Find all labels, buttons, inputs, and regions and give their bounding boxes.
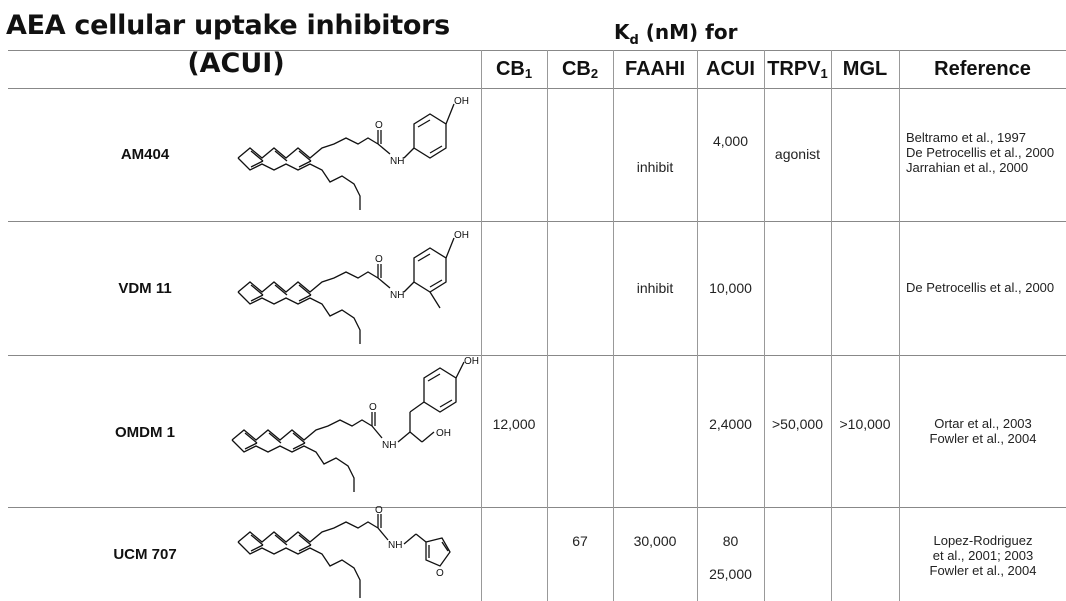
cell-vdm11-reference: De Petrocellis et al., 2000 (906, 280, 1055, 295)
cell-am404-reference: Beltramo et al., 1997 De Petrocellis et … (906, 130, 1055, 175)
cell-vdm11-faahi: inhibit (636, 280, 674, 296)
col-divider-7 (899, 50, 900, 601)
cell-am404-faahi: inhibit (636, 159, 674, 175)
kd-header: Kd (nM) for (614, 20, 738, 48)
svg-text:OH: OH (464, 356, 479, 367)
cell-ucm707-reference: Lopez-Rodriguez et al., 2001; 2003 Fowle… (929, 533, 1037, 578)
column-header-faahi: FAAHI (625, 57, 685, 80)
header-bottom-line (8, 88, 1066, 89)
row-divider-3 (8, 507, 1066, 508)
cell-omdm1-mgl: >10,000 (839, 416, 891, 432)
structure-am404: O NH OH (237, 96, 469, 210)
column-header-mgl: MGL (842, 57, 888, 80)
structure-vdm11: O NH OH (237, 230, 469, 344)
col-divider-3 (613, 50, 614, 601)
compound-name-vdm11: VDM 11 (118, 280, 172, 297)
cell-ucm707-cb2: 67 (572, 533, 588, 549)
svg-text:OH: OH (436, 428, 451, 439)
row-divider-1 (8, 221, 1066, 222)
col-divider-6 (831, 50, 832, 601)
row-divider-2 (8, 355, 1066, 356)
cell-am404-acui: 4,000 (712, 133, 749, 149)
col-divider-5 (764, 50, 765, 601)
svg-text:O: O (369, 402, 377, 413)
col-divider-2 (547, 50, 548, 601)
svg-text:OH: OH (454, 96, 469, 107)
svg-text:O: O (436, 568, 444, 579)
cell-omdm1-trpv1: >50,000 (772, 416, 823, 432)
svg-text:NH: NH (382, 440, 396, 451)
structure-ucm707: O NH O (237, 505, 451, 598)
cell-ucm707-acui-second: 25,000 (709, 566, 752, 582)
compound-name-am404: AM404 (120, 146, 170, 163)
column-header-reference: Reference (934, 57, 1031, 80)
svg-text:NH: NH (390, 290, 404, 301)
cell-vdm11-acui: 10,000 (709, 280, 752, 296)
cell-omdm1-reference: Ortar et al., 2003 Fowler et al., 2004 (929, 416, 1037, 446)
svg-text:O: O (375, 254, 383, 265)
compound-name-omdm1: OMDM 1 (115, 424, 175, 441)
column-header-acui: ACUI (706, 57, 755, 80)
svg-text:O: O (375, 120, 383, 131)
table-title: AEA cellular uptake inhibitors (6, 10, 450, 41)
header-top-line (8, 50, 1066, 51)
structure-omdm1: O NH OH OH (231, 356, 479, 492)
cell-omdm1-acui: 2,4000 (709, 416, 752, 432)
svg-text:NH: NH (388, 540, 402, 551)
compound-name-ucm707: UCM 707 (113, 546, 177, 563)
cell-ucm707-faahi: 30,000 (633, 533, 677, 549)
col-divider-1 (481, 50, 482, 601)
svg-text:O: O (375, 505, 383, 516)
svg-text:OH: OH (454, 230, 469, 241)
table-subtitle: (ACUI) (187, 48, 285, 79)
svg-text:NH: NH (390, 156, 404, 167)
cell-am404-trpv1: agonist (774, 146, 821, 162)
cell-ucm707-acui: 80 (722, 533, 739, 549)
col-divider-4 (697, 50, 698, 601)
cell-omdm1-cb1: 12,000 (492, 416, 536, 432)
